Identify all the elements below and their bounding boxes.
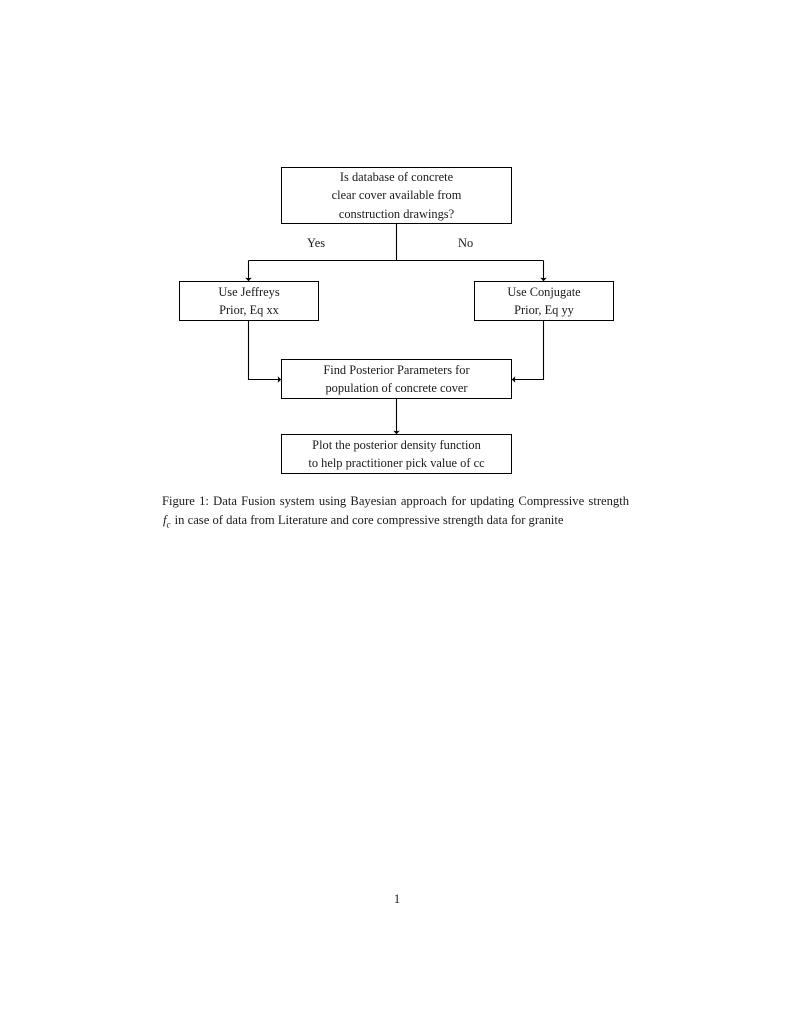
page-number: 1	[393, 892, 401, 906]
figure-caption: Figure 1: Data Fusion system using Bayes…	[162, 492, 629, 532]
flow-node-plot-density: Plot the posterior density function to h…	[281, 434, 512, 474]
flow-node-decision-line-1: Is database of concrete	[339, 170, 454, 185]
flow-node-decision-line-3: construction drawings?	[338, 206, 455, 221]
figure-caption-text-1: Data Fusion system using Bayesian approa…	[208, 494, 630, 508]
edge-label-yes: Yes	[307, 236, 326, 250]
flow-node-jeffreys-line-1: Use Jeffreys	[218, 284, 280, 299]
flow-node-conjugate-line-1: Use Conjugate	[507, 284, 581, 299]
flow-node-plot-line-2: to help practitioner pick value of cc	[308, 456, 485, 470]
flow-node-plot-line-1: Plot the posterior density function	[312, 437, 481, 452]
figure-caption-math-variable: fc	[162, 513, 172, 530]
flow-node-decision-line-2: clear cover available from	[331, 188, 462, 203]
figure-flowchart: Is database of concrete clear cover avai…	[0, 0, 794, 490]
flow-node-find-posterior: Find Posterior Parameters for population…	[281, 359, 512, 399]
flowchart-connectors	[245, 224, 547, 435]
edge-jeffreys-to-posterior	[247, 321, 282, 383]
flow-node-decision: Is database of concrete clear cover avai…	[281, 167, 512, 224]
math-subscript: c	[166, 519, 171, 530]
math-base: f	[163, 513, 167, 528]
flow-node-posterior-line-2: population of concrete cover	[325, 381, 468, 395]
flow-node-conjugate-line-2: Prior, Eq yy	[514, 303, 574, 317]
flow-node-jeffreys-line-2: Prior, Eq xx	[219, 303, 279, 317]
flow-node-conjugate-prior: Use Conjugate Prior, Eq yy	[474, 281, 614, 321]
edge-conjugate-to-posterior	[511, 321, 545, 383]
edge-label-no: No	[458, 236, 474, 250]
flow-node-jeffreys-prior: Use Jeffreys Prior, Eq xx	[179, 281, 319, 321]
figure-caption-prefix: Figure 1:	[162, 494, 209, 508]
figure-caption-text-2: in case of data from Literature and core…	[171, 513, 564, 528]
flow-node-posterior-line-1: Find Posterior Parameters for	[323, 362, 470, 377]
